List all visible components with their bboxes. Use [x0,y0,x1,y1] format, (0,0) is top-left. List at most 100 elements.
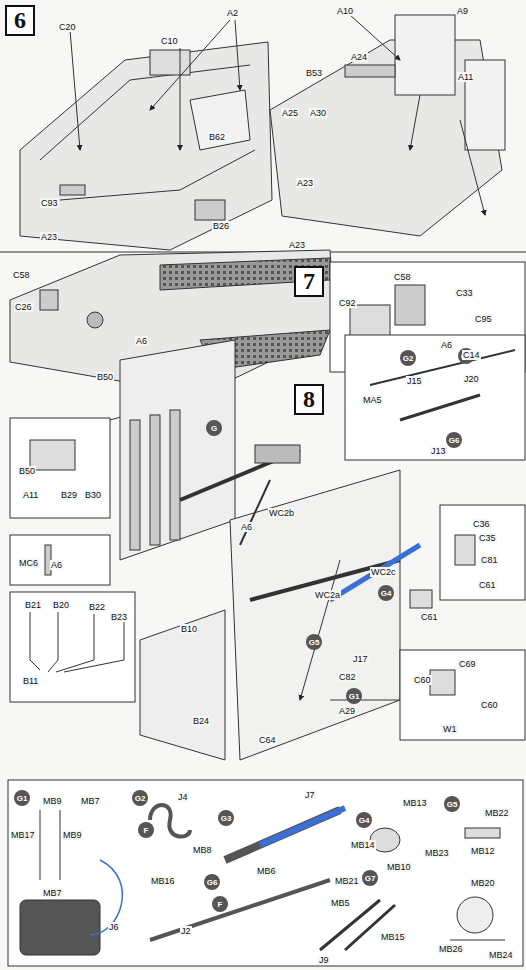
part-number: B22 [88,602,106,612]
part-number: A11 [457,72,474,82]
part-number: C93 [40,198,59,208]
paint-callout-circle: G1 [14,790,30,806]
paint-callout-circle: G2 [132,790,148,806]
paint-code: G4 [359,816,370,825]
part-number: WC2a [314,590,341,600]
part-number: J9 [318,955,330,965]
paint-code: G2 [403,354,414,363]
part-number: A6 [440,340,453,350]
part-number: MB9 [62,830,83,840]
paint-callout-circle: G [206,420,222,436]
paint-callout-circle: G7 [362,870,378,886]
part-number: MB13 [402,798,428,808]
part-number: MB15 [380,932,406,942]
paint-code: G6 [207,878,218,887]
part-number: B26 [212,221,230,231]
part-number: C33 [455,288,474,298]
paint-callout-circle: G2 [400,350,416,366]
part-number: C20 [58,22,77,32]
step-number: 6 [14,7,26,34]
part-number: MB5 [330,898,351,908]
step-number-box: 7 [294,266,324,297]
part-number: C81 [480,555,499,565]
part-number: MB8 [192,845,213,855]
part-number: B30 [84,490,102,500]
part-number: J2 [180,926,192,936]
step-number-box: 6 [5,5,35,36]
part-number: MB22 [484,808,510,818]
paint-code: G1 [17,794,28,803]
paint-code: G5 [309,638,320,647]
part-number: A9 [456,6,469,16]
part-number: C10 [160,36,179,46]
part-number: B10 [180,624,198,634]
part-number: MB26 [438,944,464,954]
part-number: C60 [480,700,499,710]
part-number: A2 [226,8,239,18]
paint-code: G6 [449,436,460,445]
part-number: C82 [338,672,357,682]
part-number: MB10 [386,862,412,872]
part-number: C58 [12,270,31,280]
part-number: A23 [296,178,314,188]
part-number: C61 [478,580,497,590]
part-number: W1 [442,724,458,734]
part-number: B23 [110,612,128,622]
part-number: MB23 [424,848,450,858]
part-number: B50 [18,466,36,476]
part-number: C36 [472,519,491,529]
part-number: C14 [462,350,481,360]
part-number: C95 [474,314,493,324]
part-number: J7 [304,790,316,800]
part-number: J4 [177,792,189,802]
part-number: A23 [288,240,306,250]
part-number: C64 [258,735,277,745]
part-number: A10 [336,6,354,16]
step-number: 7 [303,268,315,295]
part-number: C61 [420,612,439,622]
part-number: B62 [208,132,226,142]
part-number: WC2c [370,567,397,577]
paint-callout-circle: G4 [378,585,394,601]
part-number: A6 [135,336,148,346]
part-number: MC6 [18,558,39,568]
part-number: A6 [50,560,63,570]
part-number: J13 [430,446,447,456]
paint-callout-circle: G1 [346,688,362,704]
part-number: B53 [305,68,323,78]
paint-callout-circle: G5 [306,634,322,650]
paint-code: G [211,424,217,433]
part-number: B24 [192,716,210,726]
part-number: J20 [463,374,480,384]
paint-callout-circle: G6 [204,874,220,890]
part-number: C69 [458,659,477,669]
part-number: B50 [96,372,114,382]
part-number: MB20 [470,878,496,888]
part-number: B20 [52,600,70,610]
part-number: C35 [478,533,497,543]
paint-code: G1 [349,692,360,701]
part-number: J6 [108,922,120,932]
paint-callout-circle: F [212,896,228,912]
part-number: B21 [24,600,42,610]
paint-code: F [218,900,223,909]
paint-callout-circle: G5 [444,796,460,812]
part-number: MB14 [350,840,376,850]
part-number: WC2b [268,508,295,518]
part-number: MB24 [488,950,514,960]
part-number: C26 [14,302,33,312]
paint-code: F [144,826,149,835]
step-number-box: 8 [294,384,324,415]
part-number: J15 [406,376,423,386]
paint-callout-circle: G6 [446,432,462,448]
part-number: A29 [338,706,356,716]
part-number: J17 [352,654,369,664]
part-number: MB16 [150,876,176,886]
paint-code: G5 [447,800,458,809]
paint-callout-circle: G4 [356,812,372,828]
part-number: B29 [60,490,78,500]
part-number: MB7 [42,888,63,898]
part-number: MB7 [80,796,101,806]
part-number: C60 [413,675,432,685]
part-number: A24 [350,52,368,62]
